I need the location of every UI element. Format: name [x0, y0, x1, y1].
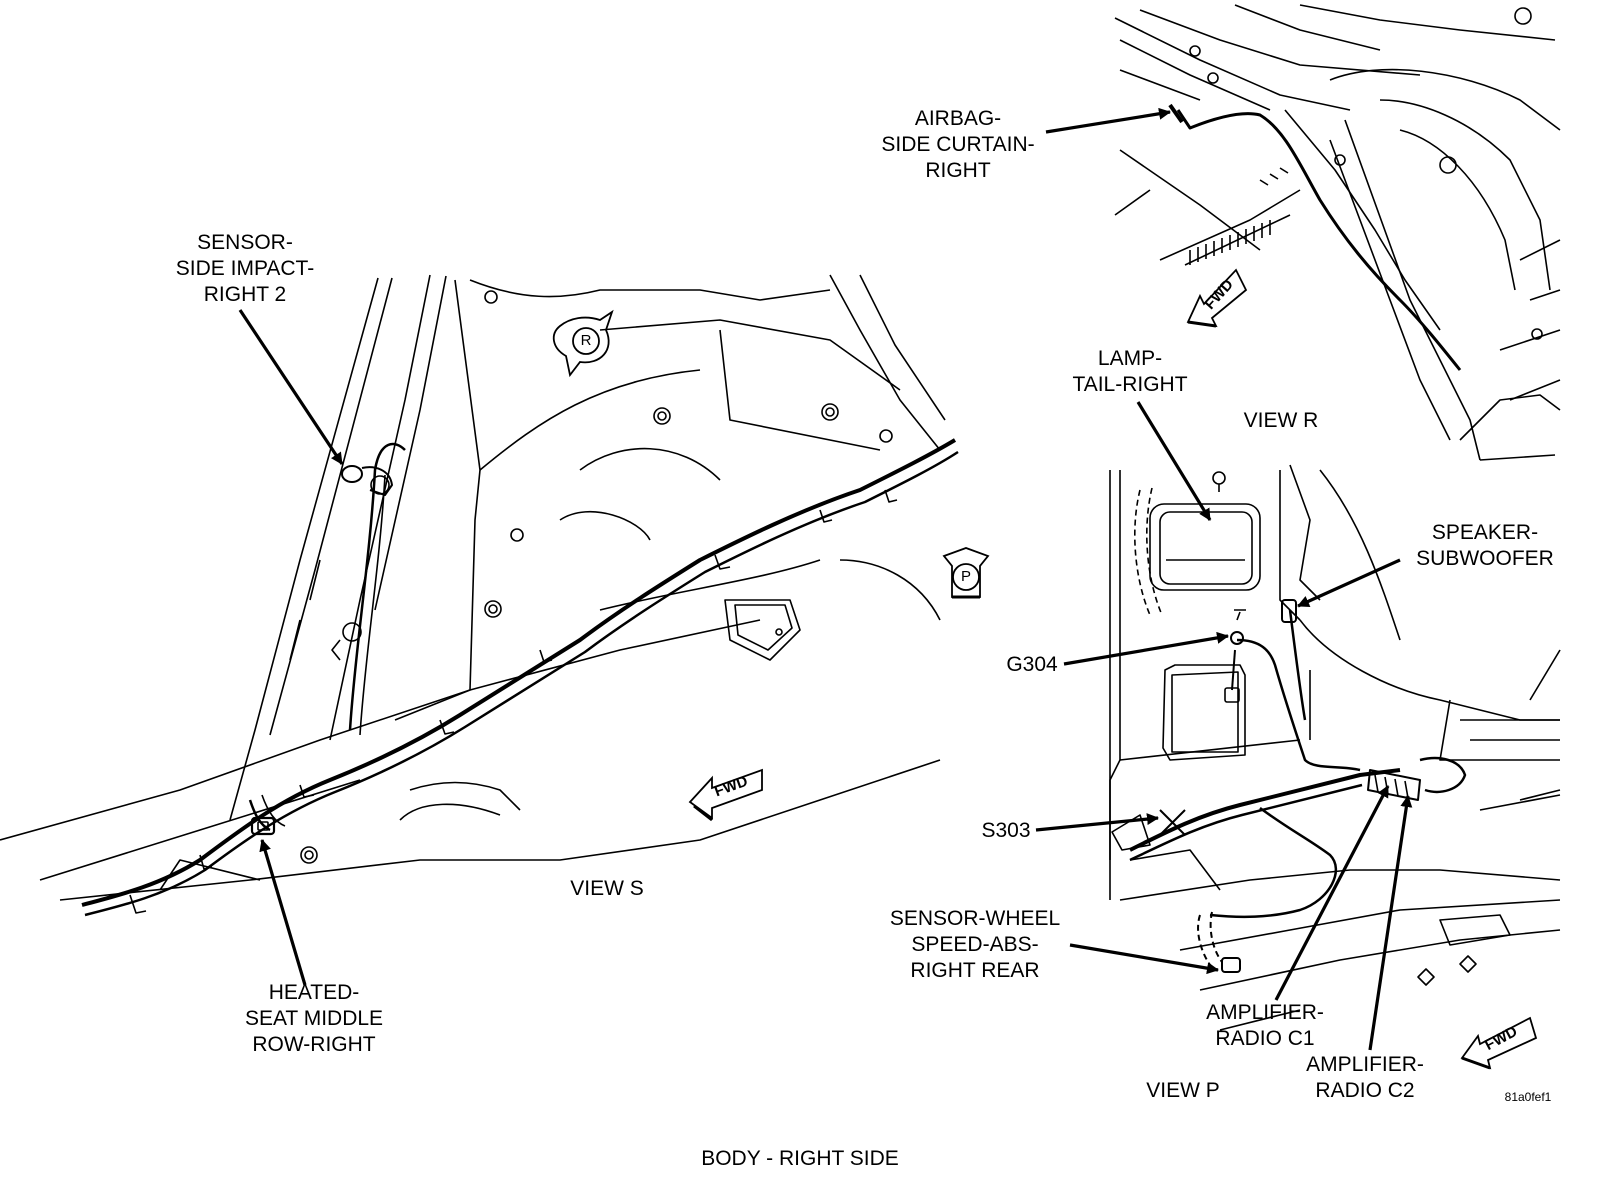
label-speaker-subwoofer: SPEAKER- SUBWOOFER [1400, 520, 1570, 572]
fwd-arrow-view-p [1460, 1016, 1538, 1070]
label-line: AMPLIFIER- [1306, 1053, 1424, 1076]
figure-caption: BODY - RIGHT SIDE [701, 1147, 899, 1170]
label-airbag-side-curtain: AIRBAG- SIDE CURTAIN- RIGHT [878, 106, 1038, 184]
label-line: LAMP- [1097, 347, 1163, 370]
label-heated-seat: HEATED- SEAT MIDDLE ROW-RIGHT [224, 980, 404, 1058]
fwd-arrow-view-s [688, 768, 763, 822]
view-marker-r-arrow [552, 309, 614, 378]
drawing-code: 81a0fef1 [1504, 1090, 1552, 1104]
label-s303: S303 [981, 819, 1031, 842]
label-line: SENSOR-WHEEL [889, 907, 1061, 930]
label-line: RIGHT 2 [203, 283, 287, 306]
label-line: RADIO C2 [1315, 1079, 1415, 1102]
view-s-title: VIEW S [570, 877, 644, 900]
label-line: SIDE CURTAIN- [881, 133, 1035, 156]
label-line: RIGHT REAR [910, 959, 1040, 982]
view-p-title: VIEW P [1146, 1079, 1220, 1102]
fwd-arrow-view-r [1186, 268, 1248, 328]
label-line: AIRBAG- [914, 107, 1002, 130]
label-line: ROW-RIGHT [252, 1033, 376, 1056]
label-wheel-speed-sensor: SENSOR-WHEEL SPEED-ABS- RIGHT REAR [875, 906, 1075, 984]
label-line: SIDE IMPACT- [175, 257, 315, 280]
label-line: SPEED-ABS- [911, 933, 1039, 956]
view-r-drawing [1114, 4, 1561, 461]
label-amplifier-c1: AMPLIFIER- RADIO C1 [1190, 1000, 1340, 1052]
view-p-drawing [1109, 464, 1561, 1031]
label-line: RIGHT [925, 159, 991, 182]
label-line: HEATED- [268, 981, 360, 1004]
label-line: SPEAKER- [1431, 521, 1539, 544]
label-sensor-side-impact: SENSOR- SIDE IMPACT- RIGHT 2 [170, 230, 320, 308]
view-marker-p-letter: P [960, 568, 971, 585]
label-line: RADIO C1 [1215, 1027, 1315, 1050]
view-marker-r-letter: R [580, 332, 592, 349]
view-r-title: VIEW R [1243, 409, 1319, 432]
label-line: TAIL-RIGHT [1072, 373, 1188, 396]
label-line: AMPLIFIER- [1206, 1001, 1324, 1024]
label-line: SEAT MIDDLE [244, 1007, 384, 1030]
leader-arrows [238, 107, 1413, 1051]
label-g304: G304 [1006, 653, 1058, 676]
label-lamp-tail: LAMP- TAIL-RIGHT [1055, 346, 1205, 398]
label-line: SUBWOOFER [1416, 547, 1554, 570]
label-line: SENSOR- [197, 231, 293, 254]
view-s-drawing [0, 274, 959, 917]
view-marker-p-arrow [942, 547, 990, 599]
label-amplifier-c2: AMPLIFIER- RADIO C2 [1290, 1052, 1440, 1104]
